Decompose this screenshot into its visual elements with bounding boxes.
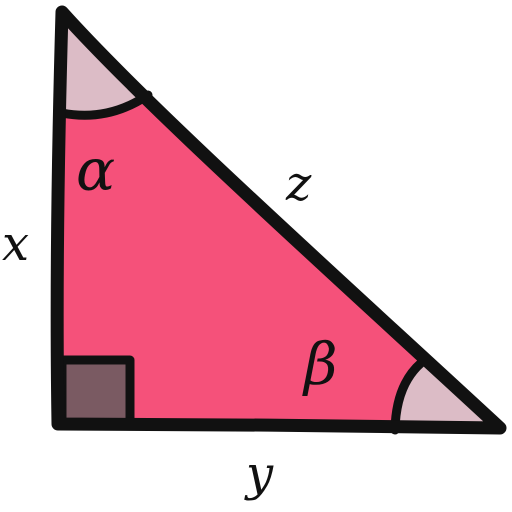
right-angle-square-icon [57,355,135,429]
side-y-label: y [244,446,274,502]
side-z-label: z [285,156,312,212]
angle-alpha-label: α [76,136,115,204]
triangle-body [57,12,500,428]
angle-beta-label: β [302,330,338,398]
triangle-outline [50,5,507,435]
side-x-label: x [2,216,29,272]
